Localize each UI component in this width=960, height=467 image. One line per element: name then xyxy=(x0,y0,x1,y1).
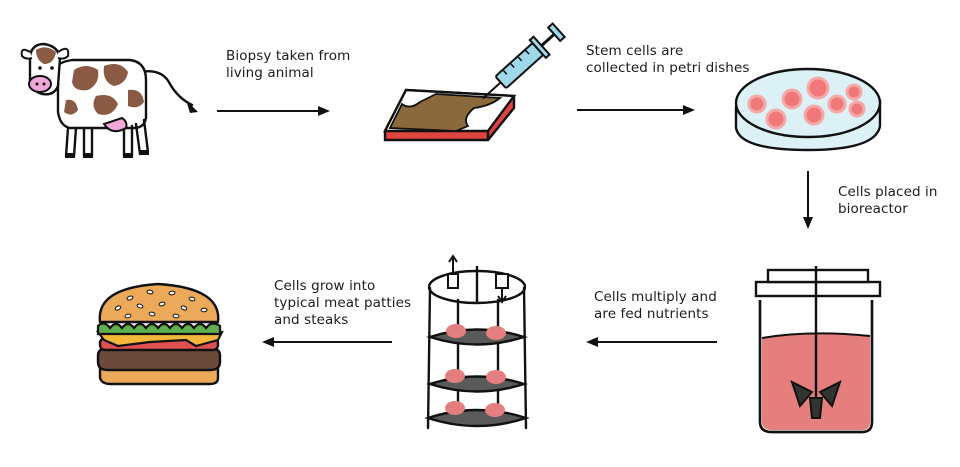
arrow-4 xyxy=(586,337,717,347)
arrow-3 xyxy=(803,171,813,229)
label-biopsy: Biopsy taken from living animal xyxy=(226,48,351,81)
arrow-5 xyxy=(262,337,392,347)
arrow-2 xyxy=(577,105,695,115)
label-stem-cells: Stem cells are collected in petri dishes xyxy=(586,43,750,76)
label-multiply: Cells multiply and are fed nutrients xyxy=(594,289,717,322)
arrow-1 xyxy=(217,106,330,116)
label-grow: Cells grow into typical meat patties and… xyxy=(274,278,412,328)
label-bioreactor: Cells placed in bioreactor xyxy=(838,184,938,217)
